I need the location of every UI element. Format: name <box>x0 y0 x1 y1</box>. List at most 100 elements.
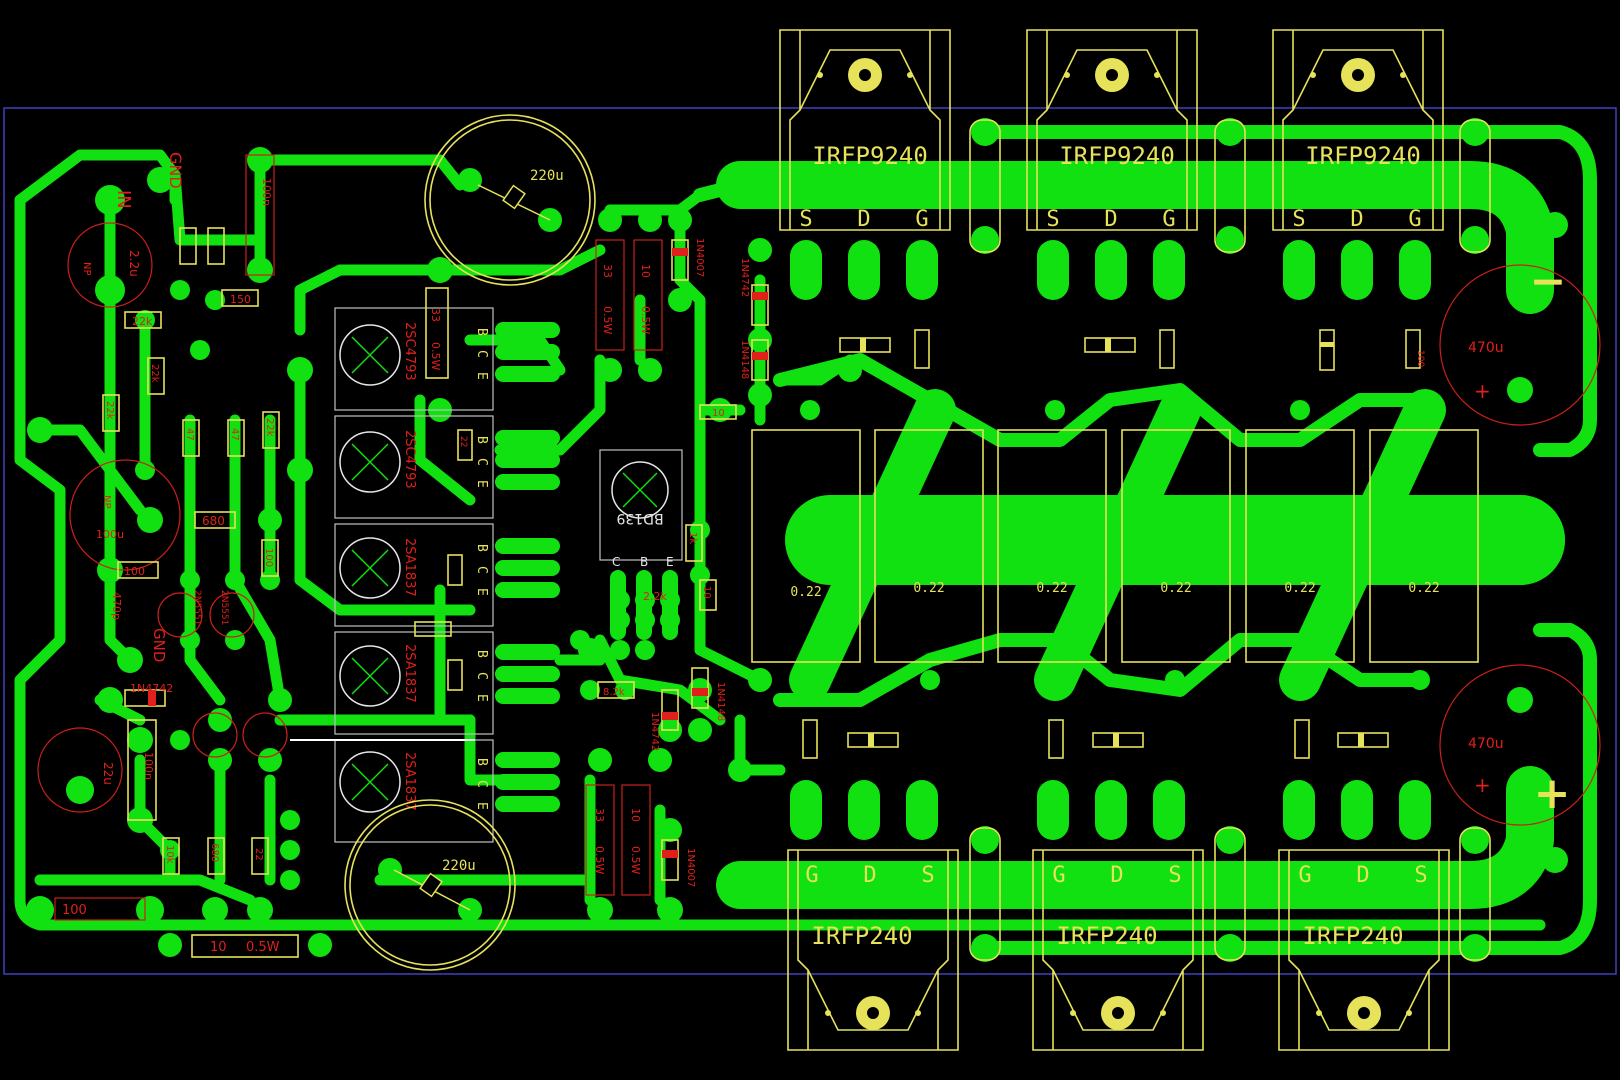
driver-t2-pin-e: E <box>474 480 489 488</box>
res-100n-a: 100n <box>260 178 273 206</box>
cap-470u-top-plus: + <box>1474 379 1491 403</box>
res-33-bottom-w: 0.5W <box>593 846 606 874</box>
driver-t5: 2SA1837 B C E <box>334 739 494 843</box>
driver-t4-pin-e: E <box>474 694 489 702</box>
emitter-resistor-4: 0.22 <box>1160 581 1191 596</box>
mosfet-q4-pin-d: D <box>863 863 876 888</box>
res-8k2: 8.2k <box>603 687 625 698</box>
cap-470u-top-value: 470u <box>1468 340 1504 356</box>
res-33-top: 33 <box>429 308 442 322</box>
res-33-top-w: 0.5W <box>429 342 442 370</box>
mosfet-q3-pin-d: D <box>1350 207 1363 232</box>
mosfets-top: IRFP9240 IRFP9240 IRFP9240 S D G S D G S… <box>779 29 1444 300</box>
diode-1n4007-top: 1N4007 <box>694 238 705 277</box>
res-100-mid: 100 <box>124 565 145 578</box>
mosfet-q5-pin-s: S <box>1168 863 1181 888</box>
mosfet-q1-pin-s: S <box>799 207 812 232</box>
driver-t5-part: 2SA1837 <box>402 752 417 811</box>
driver-t1-pin-c: C <box>474 350 489 358</box>
transistor-2n5551-a: 2N5551 <box>192 590 202 625</box>
mosfet-q6-part: IRFP240 <box>1302 922 1403 950</box>
mosfet-q2-part: IRFP9240 <box>1059 142 1175 170</box>
driver-t4-part: 2SA1837 <box>402 644 417 703</box>
cap-220u-top-value: 220u <box>530 168 564 184</box>
mosfets-bottom: IRFP240 IRFP240 IRFP240 G D S G D S G D … <box>787 780 1450 1051</box>
gate-resistor-label: 100 <box>1415 350 1425 367</box>
res-22-near-driver: 22 <box>458 436 468 447</box>
res-10-main-w: 0.5W <box>246 940 280 955</box>
mosfet-q2-pin-g: G <box>1162 207 1175 232</box>
mosfet-q4 <box>787 849 959 1051</box>
mosfet-q6-pin-g: G <box>1298 863 1311 888</box>
res-47-a: 47 <box>184 428 195 441</box>
res-33-bias-w: 0.5W <box>601 306 614 334</box>
res-10-top-w: 0.5W <box>639 306 652 334</box>
emitter-resistor-5: 0.22 <box>1284 581 1315 596</box>
mosfet-q5-pin-d: D <box>1110 863 1123 888</box>
res-33-bias-a: 33 <box>601 264 614 278</box>
cap-470u-top-sign: − <box>1530 256 1567 307</box>
driver-t2-pin-c: C <box>474 458 489 466</box>
signal-traces <box>14 149 1546 931</box>
mosfet-q3 <box>1272 29 1444 231</box>
bias-pin-b: B <box>640 555 648 569</box>
small-caps: 2.2u NP 100u NP 22u <box>37 222 181 813</box>
driver-t3-pin-c: C <box>474 566 489 574</box>
driver-t2: 2SC4793 B C E <box>334 415 494 519</box>
emitter-resistor-1: 0.22 <box>790 585 821 600</box>
diodes: 1N4007 1N4742 1N4148 1N4148 1N4742 1N474… <box>124 238 769 887</box>
res-10-b: 10 <box>701 586 712 599</box>
mosfet-q3-pin-s: S <box>1292 207 1305 232</box>
res-10-bottom: 10 <box>629 808 642 822</box>
emitter-resistor-3: 0.22 <box>1036 581 1067 596</box>
in-label: IN <box>113 190 134 209</box>
mosfet-q5-pin-g: G <box>1052 863 1065 888</box>
transistor-2n5551-b: 2N5551 <box>219 590 229 625</box>
mosfet-q4-pin-g: G <box>805 863 818 888</box>
mosfet-q5 <box>1032 849 1204 1051</box>
cap-220u-top: 220u <box>424 114 596 286</box>
res-1k: 1k <box>687 532 698 544</box>
res-100-v: 100 <box>263 548 274 567</box>
driver-t2-pin-b: B <box>474 436 489 444</box>
cap-np-2: NP <box>101 495 112 509</box>
cap-470p: 470p <box>110 592 123 620</box>
diode-1n4742-left: 1N4742 <box>130 682 173 695</box>
mosfet-q3-part: IRFP9240 <box>1305 142 1421 170</box>
mosfet-q5-part: IRFP240 <box>1056 922 1157 950</box>
mosfet-q2-pin-d: D <box>1104 207 1117 232</box>
mosfet-q6 <box>1278 849 1450 1051</box>
cap-470u-top: 470u − + <box>1439 256 1601 426</box>
res-680: 680 <box>202 514 225 528</box>
res-22k-a: 22k <box>132 315 153 328</box>
bias-pin-e: E <box>666 555 674 569</box>
res-33-bottom: 33 <box>593 808 606 822</box>
input-labels: IN GND GND <box>113 152 185 662</box>
cap-470u-bottom-value: 470u <box>1468 736 1504 752</box>
driver-t1-part: 2SC4793 <box>402 322 417 381</box>
driver-t5-pin-c: C <box>474 780 489 788</box>
cap-220u-bottom: 220u <box>344 799 516 971</box>
cap-2u2: 2.2u <box>127 250 141 277</box>
driver-t4-pin-b: B <box>474 650 489 658</box>
res-10-main: 10 <box>210 940 227 955</box>
driver-t3-pin-b: B <box>474 544 489 552</box>
res-10k: 10k <box>164 845 175 864</box>
emitter-resistors: 0.22 0.22 0.22 0.22 0.22 0.22 <box>751 429 1479 663</box>
diode-1n4148-top: 1N4148 <box>739 340 750 379</box>
cap-22u: 22u <box>101 762 115 785</box>
power-rails <box>693 125 1597 955</box>
driver-t5-pin-b: B <box>474 758 489 766</box>
driver-t1-pin-e: E <box>474 372 489 380</box>
res-22k-b: 22k <box>149 364 160 383</box>
mosfet-q2 <box>1026 29 1198 231</box>
gate-components: 100 <box>802 329 1425 759</box>
cap-100u: 100u <box>96 528 124 541</box>
emitter-resistor-6: 0.22 <box>1408 581 1439 596</box>
driver-t4: 2SA1837 B C E <box>334 631 494 735</box>
emitter-resistor-2: 0.22 <box>913 581 944 596</box>
mosfet-q1-pin-d: D <box>857 207 870 232</box>
res-100n-b: 100n <box>142 752 155 780</box>
mosfet-q1-part: IRFP9240 <box>812 142 928 170</box>
gnd-label-top: GND <box>166 152 185 189</box>
